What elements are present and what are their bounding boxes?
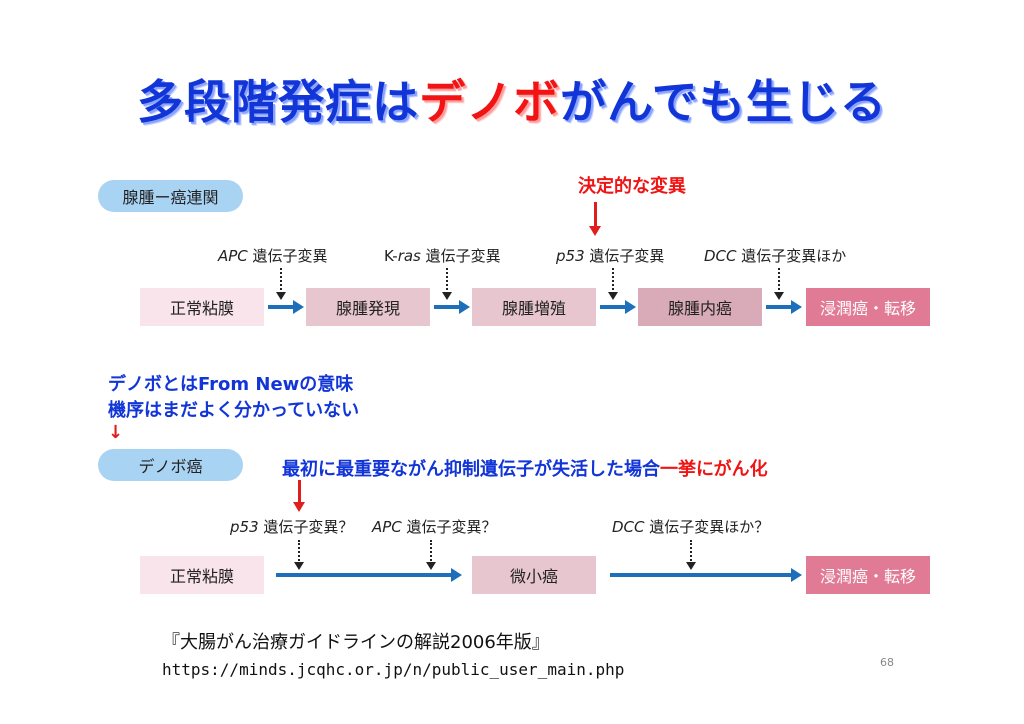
denovo-definition: デノボとはFrom Newの意味 — [108, 374, 354, 395]
denovo-stage-normal-mucosa: 正常粘膜 — [140, 556, 264, 594]
denovo-label: デノボ癌 — [98, 449, 243, 481]
stage-arrow-2 — [434, 300, 470, 314]
page-number: 68 — [880, 656, 894, 669]
critical-mutation-note: 決定的な変異 — [578, 176, 686, 197]
critical-mutation-arrow — [589, 202, 601, 236]
denovo-stage-microcarcinoma: 微小癌 — [472, 556, 596, 594]
denovo-stage-arrow-2 — [610, 568, 802, 582]
denovo-gene-label-apc: APC 遺伝子変異？ — [372, 518, 497, 536]
stage-adenoma-growth: 腺腫増殖 — [472, 288, 596, 326]
denovo-mechanism: 機序はまだよく分かっていない — [108, 400, 360, 421]
gene-arrow-p53 — [608, 268, 618, 300]
denovo-down-arrow: ↓ — [108, 422, 124, 443]
denovo-gene-label-p53: p53 遺伝子変異？ — [230, 518, 354, 536]
gene-label-p53: p53 遺伝子変異 — [556, 247, 665, 265]
gene-arrow-dcc — [774, 268, 784, 300]
stage-arrow-3 — [600, 300, 636, 314]
stage-carcinoma-in-adenoma: 腺腫内癌 — [638, 288, 762, 326]
denovo-note-blue: 最初に最重要ながん抑制遺伝子が失活した場合 — [282, 459, 660, 480]
gene-arrow-apc — [276, 268, 286, 300]
gene-label-apc: APC 遺伝子変異 — [218, 247, 328, 265]
denovo-red-arrow — [293, 480, 305, 512]
title-part-3: がんでも生じる — [560, 75, 887, 129]
stage-arrow-1 — [268, 300, 304, 314]
slide-title: 多段階発症はデノボがんでも生じる — [0, 66, 1024, 132]
title-part-1: 多段階発症は — [137, 75, 420, 129]
denovo-gene-arrow-apc — [426, 540, 436, 570]
denovo-note-red: 一挙にがん化 — [660, 459, 768, 480]
stage-arrow-4 — [766, 300, 802, 314]
source-url: https://minds.jcqhc.or.jp/n/public_user_… — [162, 660, 625, 679]
denovo-stage-invasive-metastasis: 浸潤癌・転移 — [806, 556, 930, 594]
title-part-2: デノボ — [419, 75, 561, 129]
source-citation: 『大腸がん治療ガイドラインの解説2006年版』 — [162, 632, 550, 653]
denovo-suppressor-note: 最初に最重要ながん抑制遺伝子が失活した場合一挙にがん化 — [282, 455, 768, 481]
gene-arrow-kras — [442, 268, 452, 300]
stage-normal-mucosa: 正常粘膜 — [140, 288, 264, 326]
stage-adenoma-onset: 腺腫発現 — [306, 288, 430, 326]
gene-label-dcc: DCC 遺伝子変異ほか — [704, 247, 847, 265]
denovo-gene-arrow-p53 — [294, 540, 304, 570]
stage-invasive-metastasis: 浸潤癌・転移 — [806, 288, 930, 326]
denovo-gene-arrow-dcc — [686, 540, 696, 570]
adenoma-sequence-label: 腺腫ー癌連関 — [98, 180, 243, 212]
denovo-gene-label-dcc: DCC 遺伝子変異ほか？ — [612, 518, 770, 536]
gene-label-kras: K-ras 遺伝子変異 — [384, 247, 501, 265]
denovo-stage-arrow-1 — [276, 568, 462, 582]
